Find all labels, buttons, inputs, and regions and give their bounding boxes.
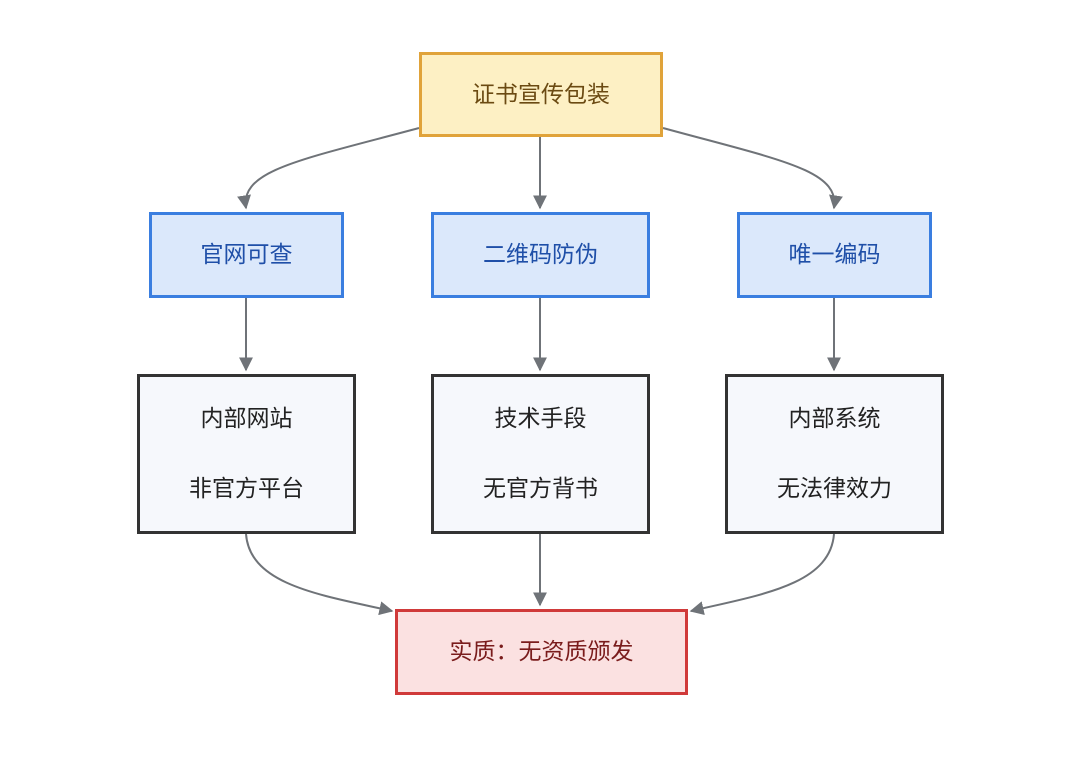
node-certificate-promotion: 证书宣传包装 — [419, 52, 663, 137]
node-internal-website-line2: 非官方平台 — [189, 476, 304, 502]
node-qr-code-anticounterfeit: 二维码防伪 — [431, 212, 650, 298]
edge-top-to-unique-code — [662, 127, 843, 210]
node-internal-website-line1: 内部网站 — [200, 406, 293, 432]
edge-internal-system-to-bottom — [689, 533, 835, 615]
node-official-site-checkable-label: 官网可查 — [200, 242, 293, 268]
node-essence-unqualified-issuance-label: 实质：无资质颁发 — [449, 639, 634, 665]
node-essence-unqualified-issuance: 实质：无资质颁发 — [395, 609, 688, 695]
edge-internal-site-to-bottom — [245, 533, 394, 616]
node-certificate-promotion-label: 证书宣传包装 — [472, 81, 610, 108]
node-technical-means: 技术手段 无官方背书 — [431, 374, 650, 534]
node-unique-code: 唯一编码 — [737, 212, 932, 298]
node-qr-code-anticounterfeit-label: 二维码防伪 — [483, 242, 598, 268]
node-internal-system: 内部系统 无法律效力 — [725, 374, 944, 534]
edge-top-to-official-check — [237, 127, 420, 210]
node-technical-means-line2: 无官方背书 — [483, 476, 598, 502]
node-internal-website: 内部网站 非官方平台 — [137, 374, 356, 534]
node-internal-system-line2: 无法律效力 — [777, 476, 892, 502]
node-internal-system-line1: 内部系统 — [788, 406, 881, 432]
node-official-site-checkable: 官网可查 — [149, 212, 344, 298]
node-technical-means-line1: 技术手段 — [494, 406, 587, 432]
node-unique-code-label: 唯一编码 — [788, 242, 881, 268]
